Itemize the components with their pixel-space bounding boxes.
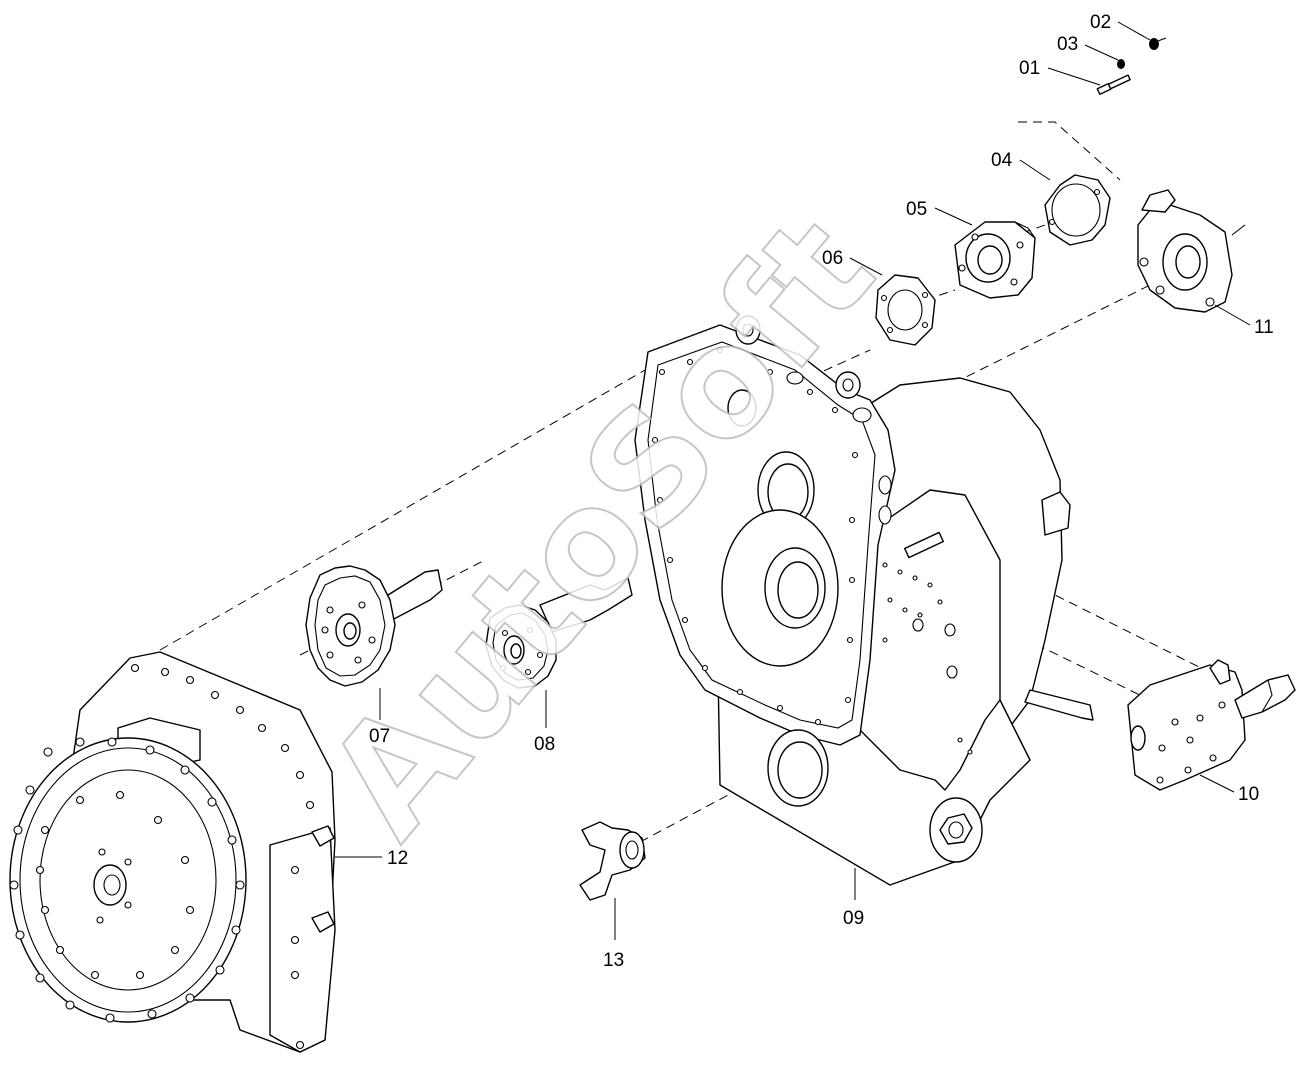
part-06-gasket (875, 274, 936, 346)
callout-01: 01 (1019, 58, 1040, 79)
callout-13: 13 (603, 950, 624, 971)
callout-12: 12 (387, 848, 408, 869)
part-09-main-housing (634, 315, 1094, 886)
part-08-gear-shaft (485, 577, 633, 689)
part-01-fitting (1096, 74, 1131, 95)
part-05-flange-cover (954, 221, 1036, 299)
callout-08: 08 (534, 734, 555, 755)
callout-02: 02 (1090, 12, 1111, 33)
flywheel-bolts (9, 737, 245, 1023)
callout-04: 04 (991, 150, 1013, 171)
part-07-gear-shaft (305, 565, 443, 687)
callout-09: 09 (843, 908, 864, 929)
part-04-gasket (1044, 174, 1111, 246)
part-02-nut (1149, 37, 1167, 50)
part-10-control-valve (1127, 659, 1296, 791)
converter-housing-bolts (130, 663, 315, 1050)
part-11-pump-housing (1137, 189, 1246, 313)
part-13-yoke (579, 821, 646, 901)
callout-06: 06 (822, 248, 843, 269)
side-plate-holes (882, 531, 973, 755)
callout-labels: 02 03 01 04 05 06 11 07 08 09 10 12 13 (369, 12, 1274, 971)
callout-07: 07 (369, 726, 390, 747)
callout-10: 10 (1238, 784, 1259, 805)
part-03-ring (1117, 59, 1125, 69)
callout-11: 11 (1254, 317, 1274, 338)
leader-lines (335, 21, 1251, 940)
converter-flywheel-face (9, 737, 247, 1023)
housing-bolt-holes (651, 346, 859, 726)
callout-03: 03 (1057, 34, 1078, 55)
callout-05: 05 (906, 199, 927, 220)
